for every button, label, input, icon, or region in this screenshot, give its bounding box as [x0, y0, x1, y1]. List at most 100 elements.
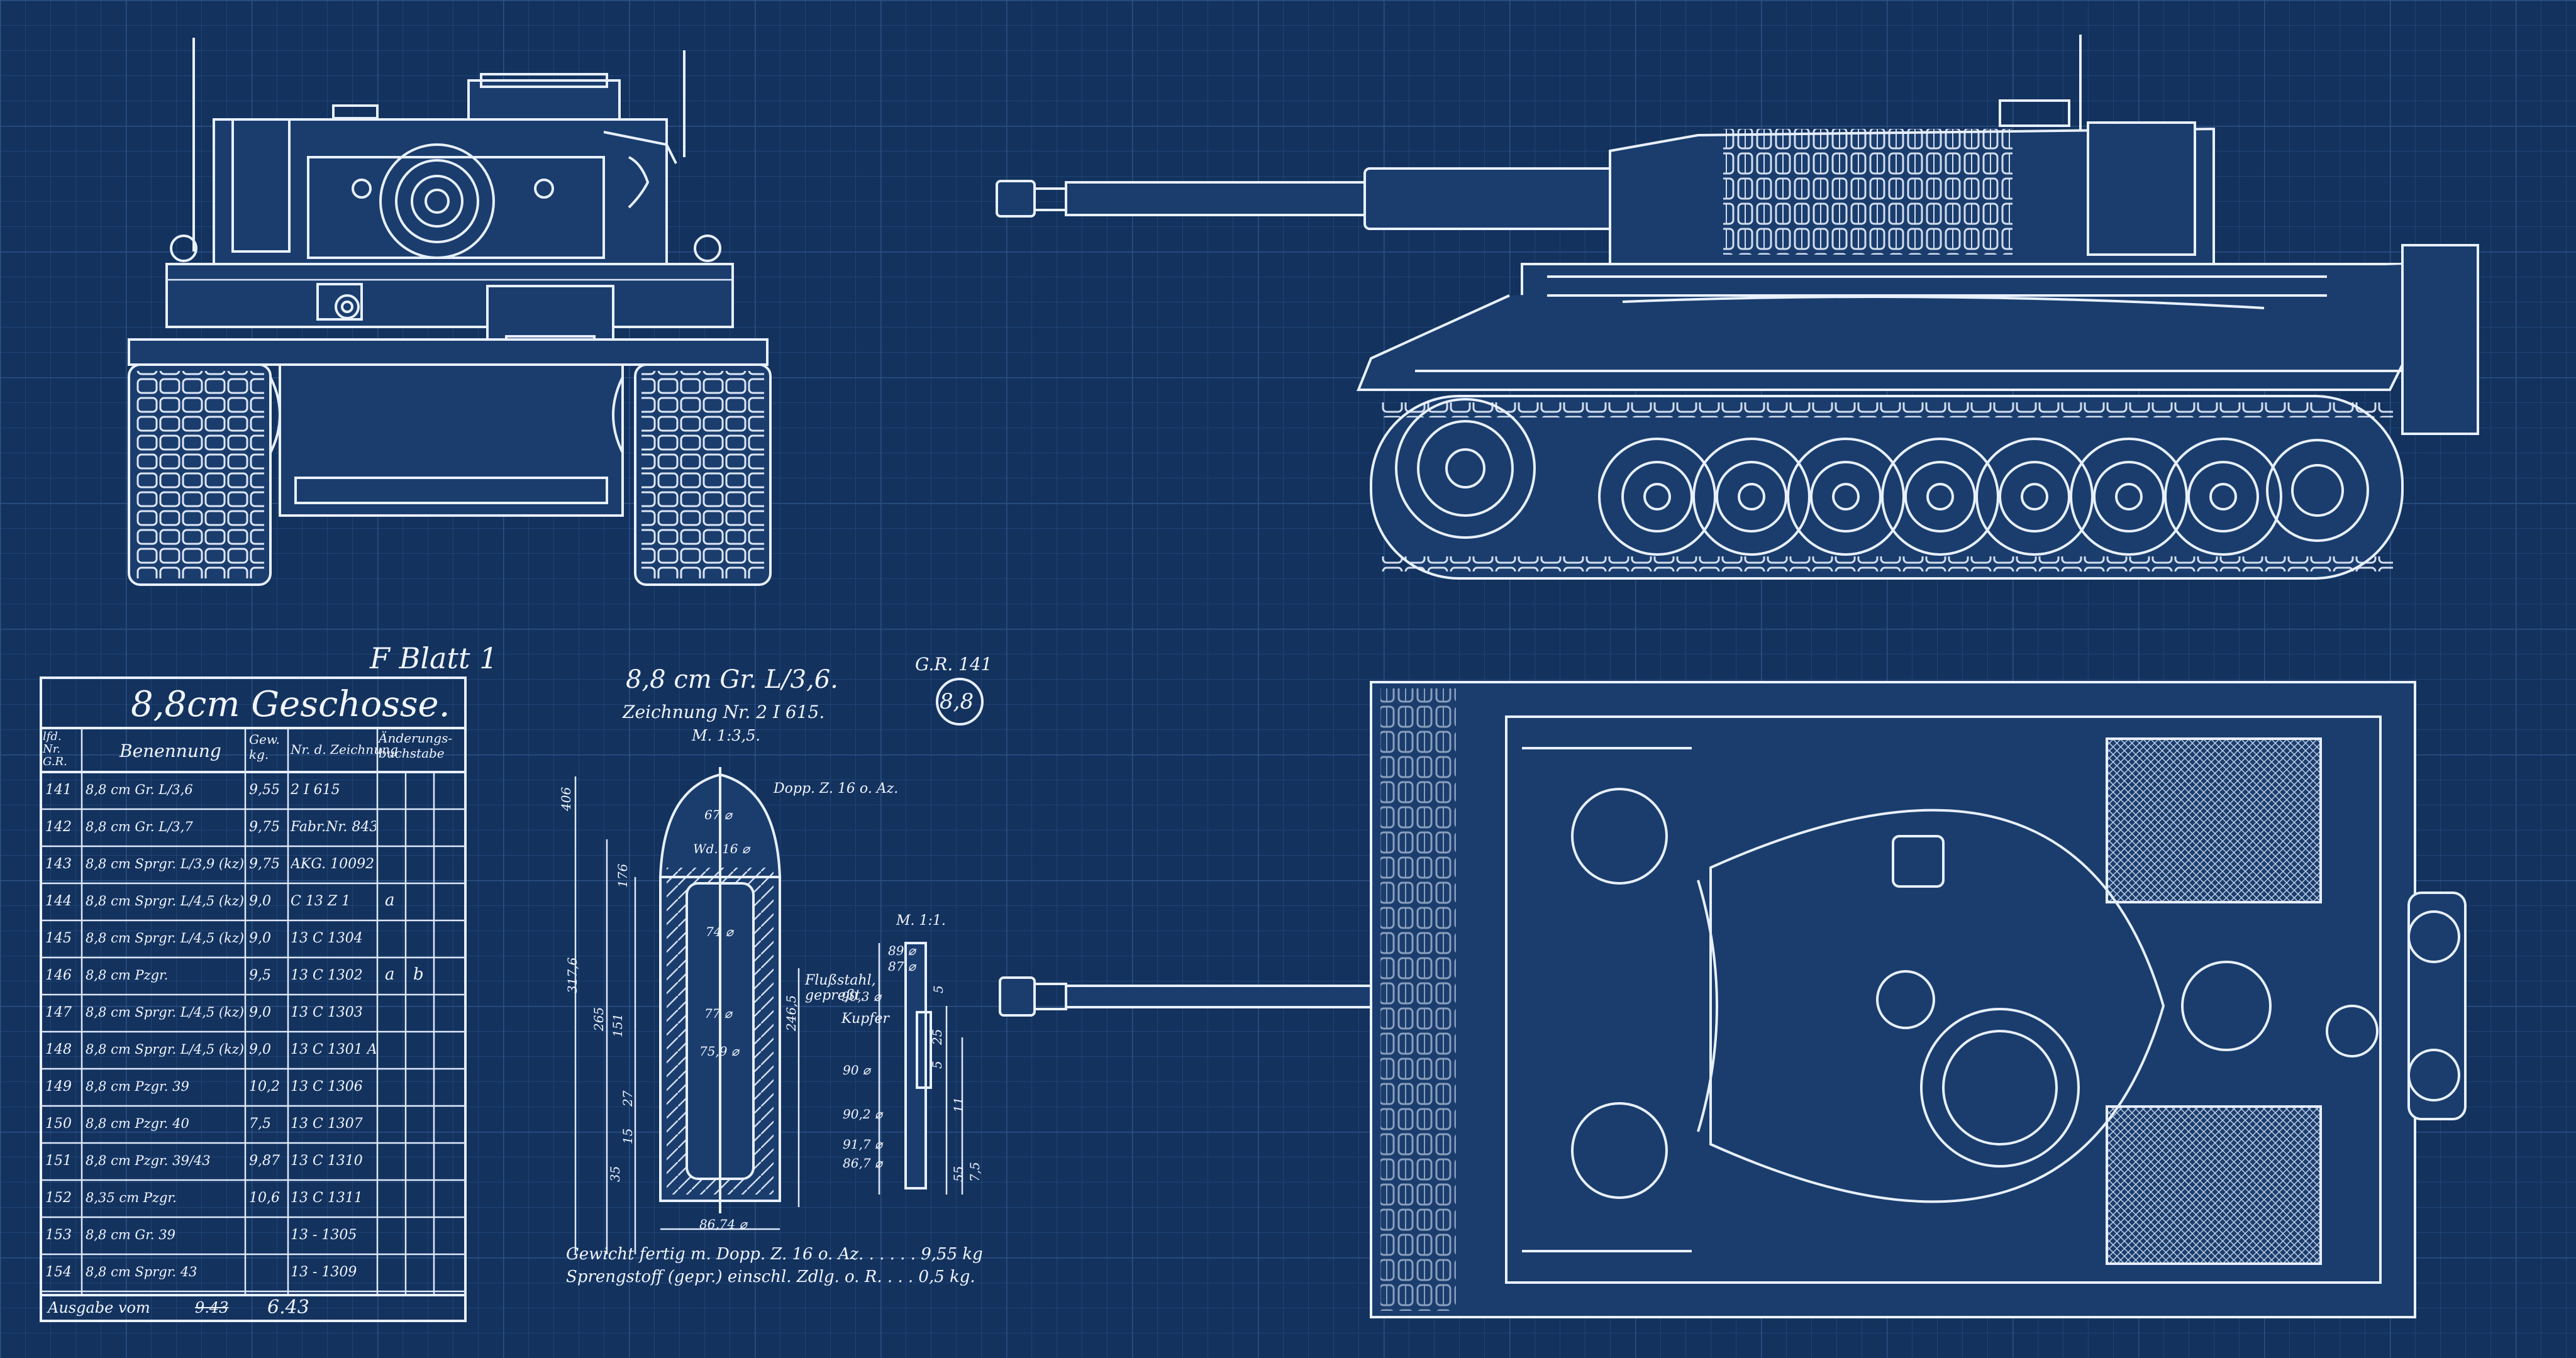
shell-charge: Sprengstoff (gepr.) einschl. Zdlg. o. R.… [566, 1267, 975, 1286]
col-aenderung: Änderungs- buchstabe [379, 731, 453, 761]
tank-top-view [999, 681, 2467, 1318]
table-cell-name: 8,8 cm Sprgr. L/3,9 (kz) [86, 856, 245, 871]
table-cell-name: 8,8 cm Sprgr. 43 [86, 1264, 197, 1279]
footer-date: 6.43 [267, 1296, 309, 1318]
table-cell-name: 8,8 cm Pzgr. [86, 968, 169, 983]
col-zeichnung: Nr. d. Zeichnung [291, 742, 398, 757]
dimension-label: 87 ⌀ [888, 959, 916, 974]
table-cell-zeichnung: 13 C 1301 Ausf. C [291, 1042, 376, 1057]
table-cell-name: 8,8 cm Pzgr. 39 [86, 1079, 189, 1094]
shell-kupfer: Kupfer [841, 1011, 889, 1027]
shell-title: 8,8 cm Gr. L/3,6. [626, 665, 838, 694]
table-cell-name: 8,8 cm Gr. L/3,6 [86, 782, 193, 797]
table-cell-zeichnung: 13 C 1310 [291, 1153, 363, 1169]
table-cell-zeichnung: 13 C 1304 [291, 930, 363, 946]
dimension-label: 176 [615, 863, 630, 888]
table-cell-gew: 9,5 [249, 968, 271, 983]
tank-side-view [996, 35, 2479, 580]
table-cell-gew: 10,2 [249, 1079, 280, 1095]
table-cell-nr: 152 [45, 1190, 72, 1206]
table-cell-gew: 9,0 [249, 893, 271, 909]
sheet-number: F Blatt 1 [370, 641, 498, 675]
shell-flusstahl: Flußstahl, gepreßt. [805, 973, 876, 1003]
footer-label: Ausgabe vom [48, 1299, 150, 1317]
shell-weight: Gewicht fertig m. Dopp. Z. 16 o. Az. . .… [566, 1245, 983, 1264]
dimension-label: 5 [930, 1061, 945, 1069]
dimension-label: 86,74 ⌀ [699, 1217, 747, 1232]
table-cell-zeichnung: 13 C 1307 [291, 1116, 363, 1132]
col-gew: Gew. kg. [249, 732, 280, 762]
table-cell-gew: 9,0 [249, 930, 271, 946]
table-cell-nr: 147 [45, 1005, 72, 1020]
dimension-label: 90 ⌀ [843, 1063, 870, 1078]
dimension-label: 25 [930, 1029, 945, 1045]
dimension-label: 77 ⌀ [704, 1006, 732, 1021]
dimension-label: 74 ⌀ [706, 924, 733, 939]
dimension-label: 317,6 [565, 957, 580, 993]
dimension-label: 55 [951, 1166, 966, 1182]
projectile-table [40, 676, 467, 1322]
footer-struck: 9.43 [195, 1299, 229, 1317]
table-cell-name: 8,8 cm Sprgr. L/4,5 (kz) [86, 930, 245, 946]
table-cell-zeichnung: 13 - 1309 [291, 1264, 357, 1280]
dimension-label: Wd. 16 ⌀ [693, 841, 750, 856]
table-cell-aenderung: b [413, 965, 424, 984]
table-cell-name: 8,8 cm Gr. L/3,7 [86, 819, 193, 834]
table-cell-zeichnung: 2 I 615 [291, 782, 340, 798]
dimension-label: 15 [620, 1128, 635, 1144]
table-cell-nr: 146 [45, 968, 72, 983]
dimension-label: 246,5 [784, 995, 799, 1031]
table-cell-name: 8,8 cm Sprgr. L/4,5 (kz) [86, 1042, 245, 1057]
table-title: 8,8cm Geschosse. [131, 684, 450, 725]
table-cell-nr: 154 [45, 1264, 72, 1280]
dimension-label: 265 [591, 1007, 606, 1031]
table-cell-zeichnung: 13 C 1303 [291, 1005, 363, 1020]
table-cell-nr: 143 [45, 856, 72, 872]
table-cell-nr: 153 [45, 1227, 72, 1243]
table-cell-name: 8,8 cm Gr. 39 [86, 1227, 176, 1242]
table-cell-zeichnung: 13 C 1311 [291, 1190, 363, 1206]
shell-badge: 8,8 [940, 689, 974, 714]
shell-gr: G.R. 141 [915, 654, 992, 675]
dimension-label: 27 [620, 1090, 635, 1107]
dimension-label: 89 ⌀ [888, 943, 916, 958]
dimension-label: 91,7 ⌀ [843, 1137, 882, 1152]
shell-scale: M. 1:3,5. [692, 727, 760, 744]
table-cell-zeichnung: 13 - 1305 [291, 1227, 357, 1243]
dimension-label: 86,7 ⌀ [843, 1156, 882, 1171]
table-cell-name: 8,8 cm Pzgr. 40 [86, 1116, 189, 1131]
table-cell-nr: 145 [45, 930, 72, 946]
table-cell-name: 8,8 cm Sprgr. L/4,5 (kz) (Bz Pr.) [86, 1005, 245, 1020]
shell-fuse: Dopp. Z. 16 o. Az. [774, 781, 899, 797]
tank-front-view [128, 38, 772, 586]
table-cell-gew: 7,5 [249, 1116, 271, 1132]
shell-drawing-no: Zeichnung Nr. 2 I 615. [623, 702, 825, 722]
col-lfd: lfd. Nr. G.R. [43, 730, 67, 768]
table-cell-nr: 144 [45, 893, 72, 909]
table-cell-aenderung: a [385, 965, 395, 984]
table-cell-nr: 148 [45, 1042, 72, 1057]
table-cell-gew: 10,6 [249, 1190, 280, 1206]
table-cell-zeichnung: 13 C 1306 [291, 1079, 363, 1095]
table-cell-zeichnung: AKG. 10092 [291, 856, 375, 872]
dimension-label: 151 [610, 1013, 625, 1037]
table-cell-gew: 9,0 [249, 1042, 271, 1057]
shell-drawing [574, 678, 984, 1254]
table-cell-gew: 9,75 [249, 819, 280, 835]
table-cell-nr: 150 [45, 1116, 72, 1132]
table-cell-nr: 142 [45, 819, 72, 835]
table-cell-nr: 141 [45, 782, 72, 798]
dimension-label: 406 [558, 787, 574, 811]
table-rows [41, 808, 465, 1293]
shell-scale2: M. 1:1. [896, 913, 946, 929]
dimension-label: 7,5 [967, 1162, 982, 1182]
col-benennung: Benennung [119, 741, 221, 761]
table-cell-name: 8,8 cm Pzgr. 39/43 [86, 1153, 211, 1168]
dimension-label: 11 [951, 1096, 966, 1113]
table-cell-aenderung: a [385, 891, 395, 910]
table-cell-name: 8,35 cm Pzgr. [86, 1190, 177, 1205]
dimension-label: 5 [931, 985, 946, 993]
dimension-label: 90,2 ⌀ [843, 1107, 882, 1122]
